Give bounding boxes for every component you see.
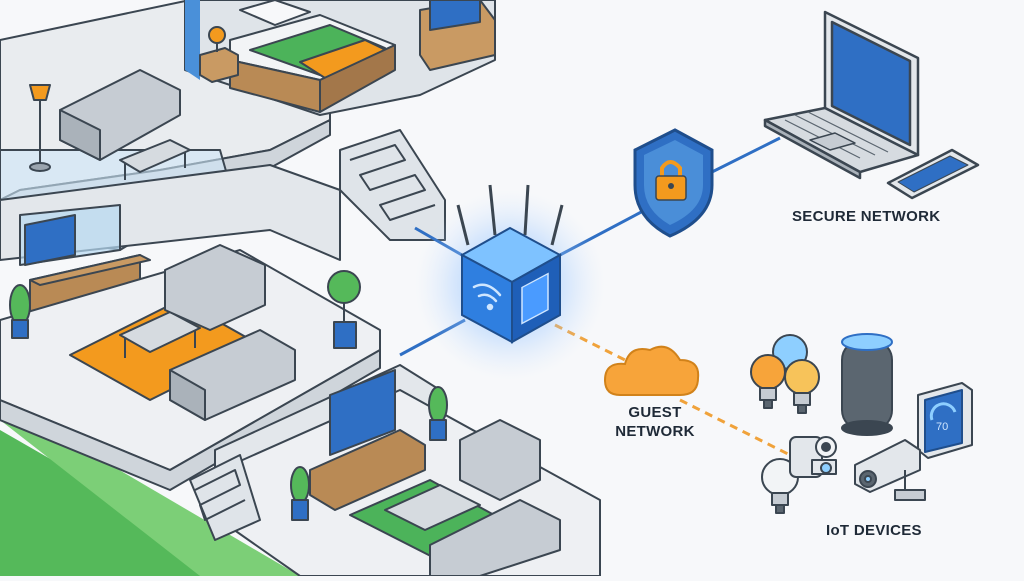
upstairs-table bbox=[119, 139, 191, 173]
potted-plant-left bbox=[9, 284, 31, 339]
guest-network-label-line1: GUEST bbox=[628, 404, 682, 421]
tv-stand bbox=[309, 429, 426, 511]
wall-tv bbox=[24, 214, 76, 266]
smart-camera-icon bbox=[789, 436, 837, 478]
upper-stairs bbox=[339, 129, 446, 241]
lawn bbox=[0, 360, 240, 576]
potted-plant-lower bbox=[290, 386, 448, 521]
laptop-icon bbox=[763, 10, 920, 180]
guest-network-label-line2: NETWORK bbox=[615, 423, 695, 440]
house-cutaway bbox=[0, 0, 601, 577]
link-cloud-iot bbox=[679, 398, 791, 457]
thermostat-icon: 70 bbox=[917, 382, 973, 459]
lower-tv bbox=[329, 369, 396, 456]
lower-table bbox=[384, 484, 481, 531]
guest-network-label: GUEST NETWORK bbox=[600, 403, 710, 441]
bedroom bbox=[184, 0, 496, 116]
shield-lock-icon bbox=[633, 128, 714, 238]
smart-speaker-icon bbox=[841, 333, 893, 436]
nightstand bbox=[199, 47, 239, 83]
smart-bulb-icon bbox=[761, 458, 799, 514]
secure-network-label: SECURE NETWORK bbox=[792, 208, 941, 225]
armchair bbox=[164, 244, 266, 331]
iot-devices-label: IoT DEVICES bbox=[826, 522, 922, 539]
bedroom-tv bbox=[429, 0, 481, 31]
coffee-table bbox=[119, 311, 201, 353]
smartphone-icon bbox=[886, 148, 980, 200]
router-icon bbox=[415, 184, 605, 380]
iot-devices: 70 bbox=[750, 333, 973, 514]
cloud-icon bbox=[603, 345, 700, 396]
lower-stairs bbox=[189, 454, 261, 541]
security-camera-icon bbox=[854, 439, 926, 501]
smart-bulb-icon bbox=[750, 334, 820, 414]
wifi-symbol bbox=[472, 283, 502, 311]
potted-plant-middle bbox=[327, 270, 361, 349]
thermostat-reading: 70 bbox=[936, 421, 948, 433]
lower-armchair bbox=[459, 419, 541, 501]
floor-lamp bbox=[29, 84, 51, 101]
